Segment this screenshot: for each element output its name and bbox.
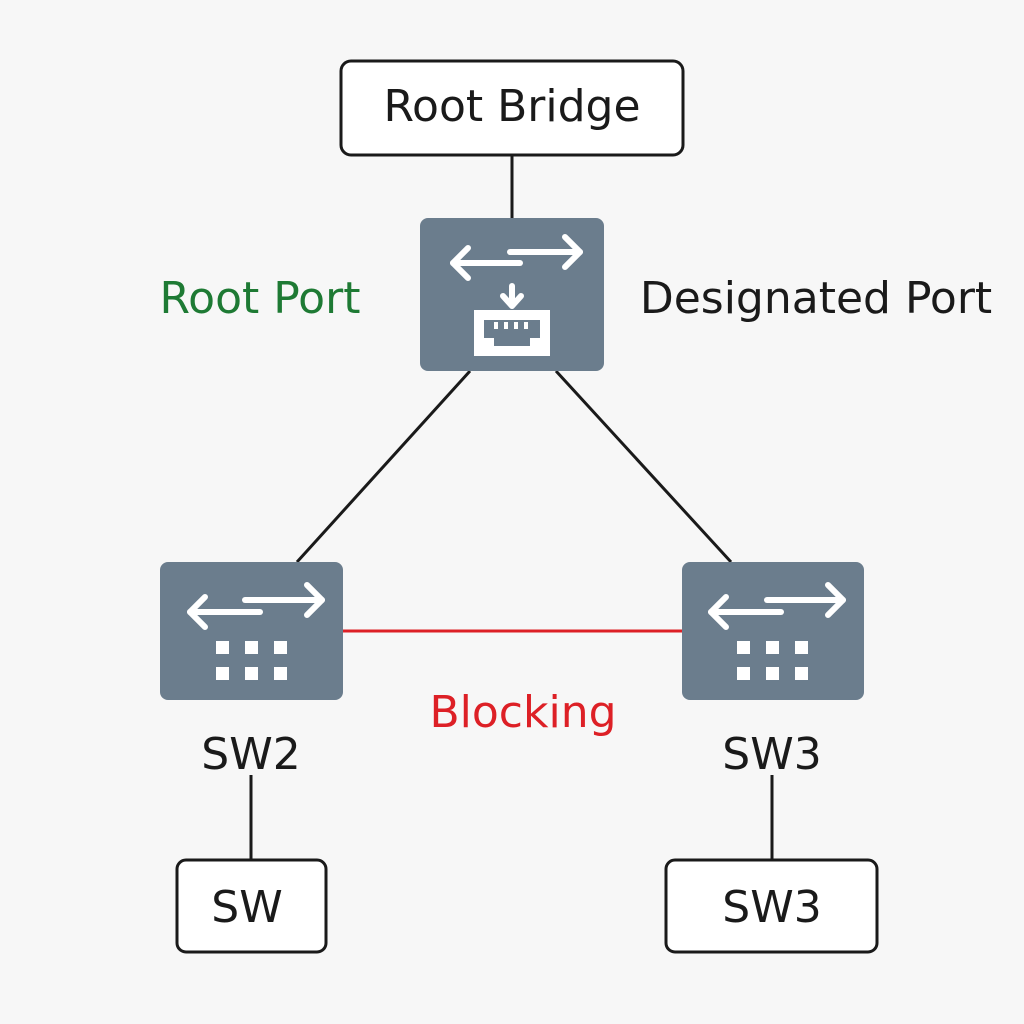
link-top-switch-to-sw3 <box>554 369 733 564</box>
switch-grid-icon <box>187 582 325 630</box>
sw3-label: SW3 <box>722 729 821 780</box>
bottom-right-box[interactable]: SW3 <box>664 858 879 954</box>
sw2-label: SW2 <box>201 729 300 780</box>
designated-port-label: Designated Port <box>640 273 992 324</box>
root-bridge-box[interactable]: Root Bridge <box>339 59 685 157</box>
sw2-switch[interactable] <box>160 562 343 700</box>
port-grid <box>216 641 287 680</box>
bottom-left-box-label: SW <box>211 882 282 933</box>
switch-grid-icon <box>708 582 846 630</box>
top-switch[interactable] <box>420 218 604 371</box>
link-top-switch-to-sw2 <box>295 369 472 564</box>
switch-port-icon <box>450 234 583 356</box>
port-grid <box>737 641 808 680</box>
bottom-left-box[interactable]: SW <box>175 858 328 954</box>
bottom-right-box-label: SW3 <box>722 882 821 933</box>
root-bridge-label: Root Bridge <box>383 81 640 132</box>
blocking-label: Blocking <box>429 687 616 738</box>
sw3-switch[interactable] <box>682 562 864 700</box>
root-port-label: Root Port <box>160 273 361 324</box>
